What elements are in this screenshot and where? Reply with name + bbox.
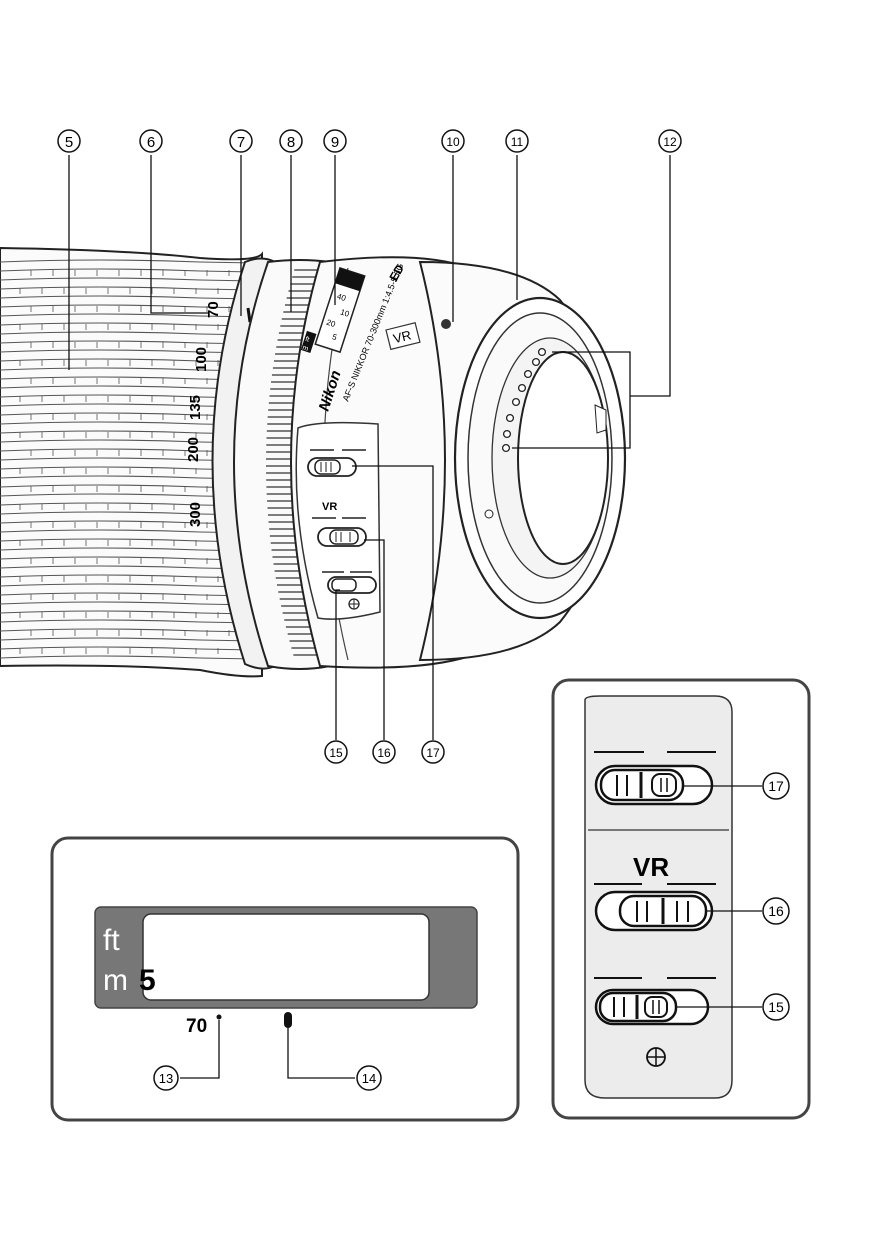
svg-text:13: 13: [159, 1071, 173, 1086]
callout-14: 14: [357, 1066, 381, 1090]
callout-15-inset: 15: [763, 994, 789, 1020]
inset-vr-label: VR: [633, 852, 669, 882]
svg-text:15: 15: [768, 999, 784, 1015]
switch-af-m[interactable]: [308, 458, 356, 476]
mount-index-icon: [349, 599, 359, 609]
switch-vr[interactable]: [318, 528, 366, 546]
mounting-index: [441, 319, 451, 329]
distance-index-mark: [284, 1012, 292, 1028]
callout-9: 9: [324, 130, 346, 152]
callout-10: 10: [442, 130, 464, 152]
cpu-contact: [539, 349, 546, 356]
cpu-contact: [504, 431, 511, 438]
inset-mount-index-icon: [647, 1048, 665, 1066]
callout-8: 8: [280, 130, 302, 152]
cpu-contact: [503, 445, 510, 452]
svg-text:16: 16: [768, 903, 784, 919]
callout-11: 11: [506, 130, 528, 152]
switch-inset: 17 VR 16 15: [553, 680, 809, 1118]
svg-text:11: 11: [511, 135, 524, 149]
svg-text:10: 10: [446, 135, 460, 149]
inset-m-label: m: [103, 964, 128, 997]
cpu-contact: [513, 399, 520, 406]
svg-text:14: 14: [362, 1071, 376, 1086]
svg-text:12: 12: [663, 135, 677, 149]
svg-text:8: 8: [287, 134, 295, 151]
svg-text:15: 15: [329, 746, 343, 760]
cpu-contact: [507, 415, 514, 422]
cpu-contact: [525, 371, 532, 378]
focal-index-dot: [217, 1015, 222, 1020]
svg-text:6: 6: [147, 134, 155, 151]
svg-text:7: 7: [237, 134, 245, 151]
callout-7: 7: [230, 130, 252, 152]
callout-17-inset: 17: [763, 773, 789, 799]
vr-switch-label: VR: [322, 501, 337, 513]
svg-text:5: 5: [65, 134, 73, 151]
zoom-70: 70: [205, 301, 222, 318]
rear-cap: [518, 352, 608, 564]
svg-text:17: 17: [426, 746, 440, 760]
inset-ft-label: ft: [103, 924, 120, 957]
switch-focus-limit[interactable]: [328, 577, 376, 593]
zoom-135: 135: [187, 395, 204, 420]
inset-switch-af-m[interactable]: [596, 766, 712, 804]
cpu-contact: [519, 385, 526, 392]
callout-17: 17: [422, 741, 444, 763]
svg-text:9: 9: [331, 134, 339, 151]
inset-focal-70: 70: [186, 1016, 207, 1037]
zoom-100: 100: [193, 347, 210, 372]
callout-16: 16: [373, 741, 395, 763]
svg-text:16: 16: [377, 746, 391, 760]
zoom-300: 300: [187, 502, 204, 527]
callout-12: 12: [659, 130, 681, 152]
distance-scale-inset: ft m 5 70 13 14: [52, 838, 518, 1120]
callout-6: 6: [140, 130, 162, 152]
callout-15: 15: [325, 741, 347, 763]
cpu-contact: [533, 359, 540, 366]
callout-16-inset: 16: [763, 898, 789, 924]
callout-13: 13: [154, 1066, 178, 1090]
zoom-200: 200: [185, 437, 202, 462]
inset-switch-vr[interactable]: [596, 892, 712, 930]
svg-text:17: 17: [768, 778, 784, 794]
callout-5: 5: [58, 130, 80, 152]
inset-digit-5: 5: [139, 964, 156, 997]
